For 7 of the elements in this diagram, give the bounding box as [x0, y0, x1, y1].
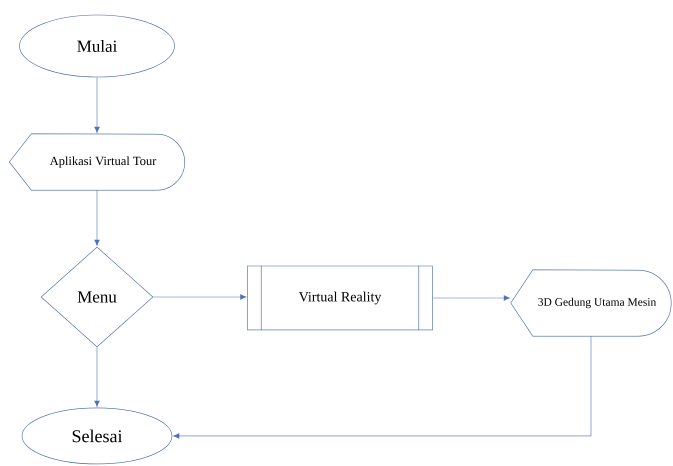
arrow: [153, 294, 246, 300]
arrow: [432, 295, 510, 301]
arrow: [94, 346, 100, 407]
arrow: [94, 77, 100, 133]
predefined-process-box: Virtual Reality: [247, 265, 433, 331]
arrow: [94, 190, 100, 246]
arrow: [173, 336, 592, 439]
